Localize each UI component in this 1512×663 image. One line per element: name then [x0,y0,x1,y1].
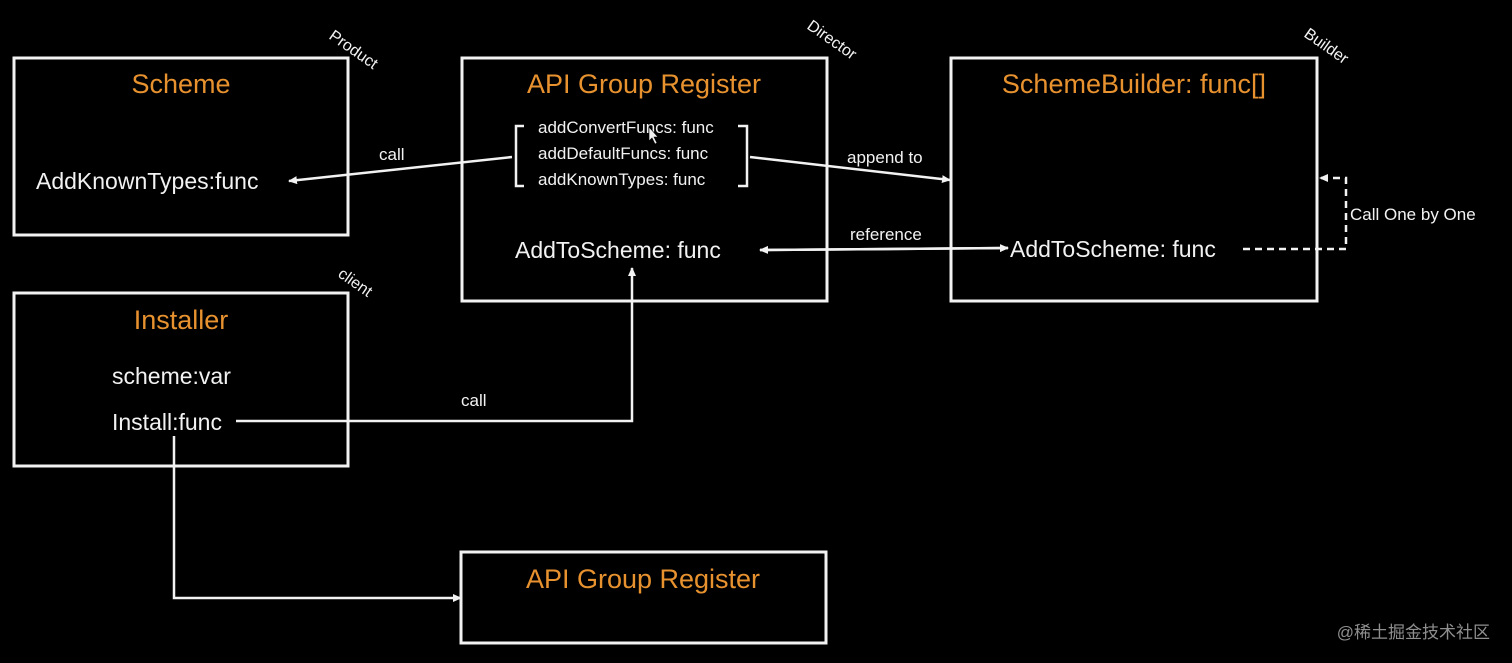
bottom-register-box: API Group Register [459,550,828,645]
director-title: API Group Register [527,69,761,99]
call-one-by-one-label: Call One by One [1350,205,1476,224]
builder-title: SchemeBuilder: func[] [1002,69,1266,99]
call-one-by-one-arrow [1243,174,1348,251]
add-known-types-label: AddKnownTypes:func [36,168,258,194]
func-add-convert: addConvertFuncs: func [538,118,714,137]
call-bottom-label: call [461,391,487,410]
install-to-register-arrow [172,436,462,602]
call-top-label: call [379,145,405,164]
reference-arrow-back [759,245,1009,254]
func-add-default: addDefaultFuncs: func [538,144,709,163]
call-arrow-to-scheme [288,155,513,185]
left-brace [514,124,524,188]
scheme-title: Scheme [131,69,230,99]
append-to-label: append to [847,148,923,167]
install-func-label: Install:func [112,409,222,435]
builder-role-label: Builder [1301,25,1352,68]
installer-box: Installer scheme:var Install:func [12,291,350,468]
builder-add-to-scheme: AddToScheme: func [1010,236,1216,262]
func-add-known-types: addKnownTypes: func [538,170,706,189]
builder-box: SchemeBuilder: func[] AddToScheme: func [949,56,1319,303]
right-brace [738,124,749,188]
installer-title: Installer [134,305,229,335]
product-role-label: Product [326,27,381,73]
bottom-register-title: API Group Register [526,564,760,594]
append-to-arrow [749,155,951,184]
scheme-box: Scheme AddKnownTypes:func [12,56,350,237]
director-box: API Group Register addConvertFuncs: func… [460,56,829,303]
watermark: @稀土掘金技术社区 [1337,623,1490,642]
client-role-label: client [335,265,376,301]
mouse-cursor-icon [648,126,659,145]
install-call-arrow [236,267,636,423]
scheme-var-label: scheme:var [112,363,231,389]
reference-label: reference [850,225,922,244]
director-add-to-scheme: AddToScheme: func [515,237,721,263]
